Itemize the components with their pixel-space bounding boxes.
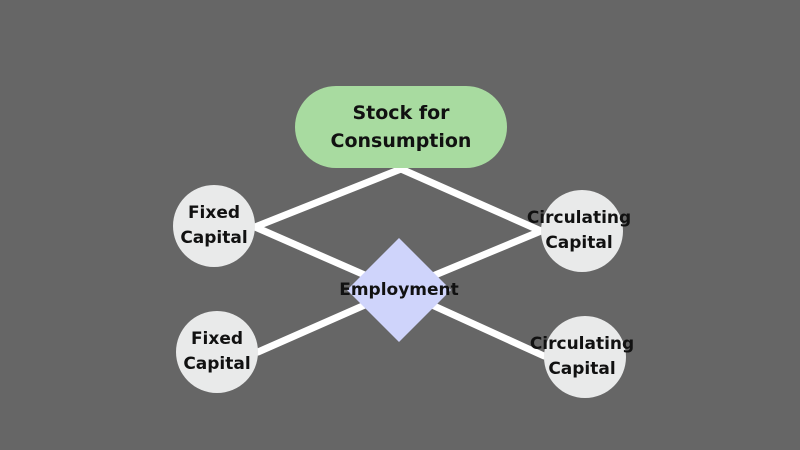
circulating-capital-bottom-label: Circulating Capital: [529, 334, 635, 379]
stock-for-consumption-node: Stock for Consumption: [295, 86, 507, 168]
line-stock-to-circulating-top: [397, 165, 545, 235]
circulating-capital-top-node: Circulating Capital: [527, 190, 631, 272]
employment-diamond-shape: [347, 238, 451, 342]
fixed-capital-bottom-node: Fixed Capital: [176, 311, 258, 393]
fixed-capital-top-label: Fixed Capital: [180, 203, 248, 248]
employment-label: Employment: [339, 280, 459, 300]
line-stock-to-fixed-top: [251, 165, 405, 231]
employment-node: Employment: [339, 238, 459, 342]
circulating-capital-bottom-node: Circulating Capital: [530, 316, 634, 398]
fixed-capital-bottom-label: Fixed Capital: [183, 329, 251, 374]
stock-for-consumption-label: Stock for Consumption: [330, 102, 472, 152]
circulating-capital-top-label: Circulating Capital: [526, 208, 632, 253]
fixed-capital-top-node: Fixed Capital: [173, 185, 255, 267]
